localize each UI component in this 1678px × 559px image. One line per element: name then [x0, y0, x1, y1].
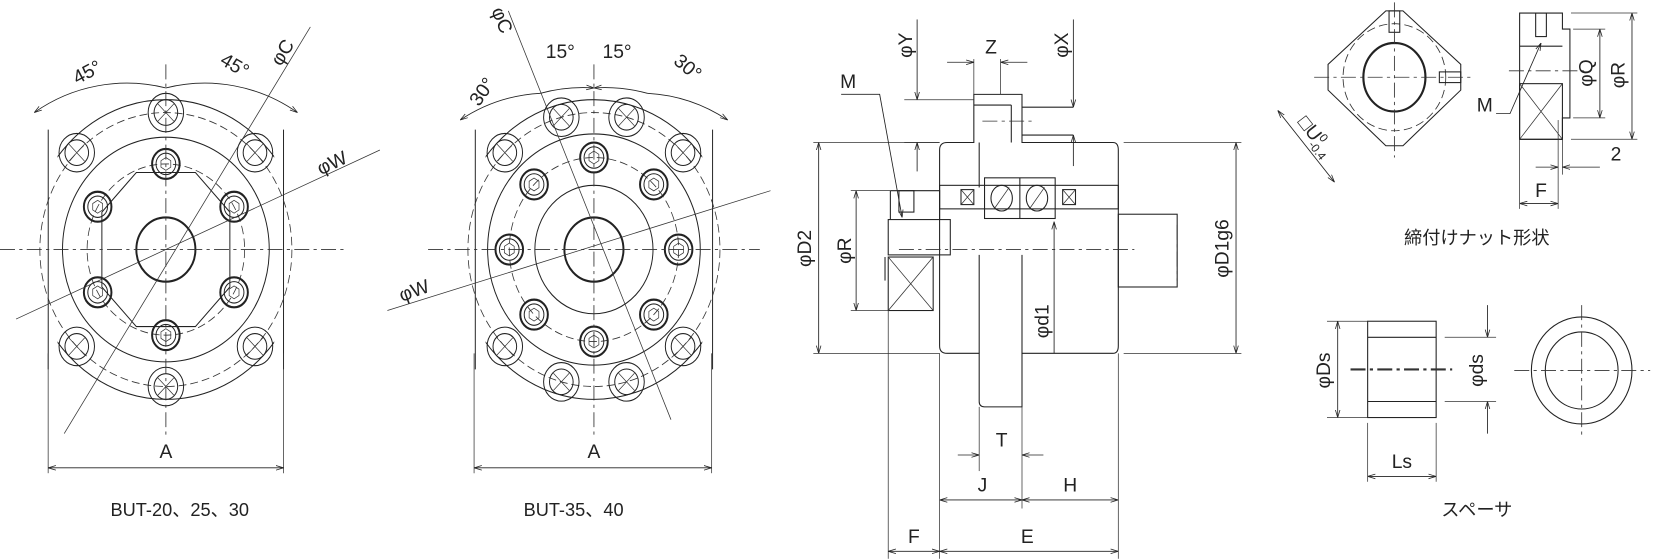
- phi-w-label: φW: [396, 276, 433, 307]
- mounting-hole-icon: [58, 132, 95, 173]
- phi-d1g6-label: φD1g6: [1213, 219, 1234, 278]
- shaft-left: [887, 219, 951, 256]
- lock-nut-outline: [1327, 10, 1462, 147]
- phi-c-label: φC: [487, 4, 516, 36]
- phi-w-leader: [15, 149, 381, 320]
- u-label: □U0-0.4: [1290, 111, 1338, 163]
- socket-screw-icon: [519, 298, 549, 331]
- angle-label-right: 45°: [217, 50, 253, 83]
- f-label: F: [908, 527, 920, 548]
- phi-w-label: φW: [314, 147, 351, 179]
- mounting-hole-icon: [58, 326, 95, 367]
- m-leader: [841, 93, 902, 217]
- angle-label-outer-left: 30°: [466, 74, 500, 110]
- socket-screw-icon: [219, 276, 249, 309]
- spacer-views: φDs φds Ls スペーサ: [1314, 305, 1651, 520]
- set-screw: [1535, 12, 1547, 38]
- angle-arc-inner-left: [540, 88, 594, 94]
- phi-d2-label: φD2: [795, 230, 816, 267]
- mounting-hole-icon: [664, 326, 702, 367]
- phi-w-leader: [387, 190, 771, 311]
- phi-ds-inner-label: φds: [1467, 354, 1488, 387]
- mounting-hole-icon: [236, 132, 274, 173]
- m-leader: [1496, 43, 1541, 115]
- lock-nut-caption: 締付けナット形状: [1404, 228, 1550, 248]
- ls-label: Ls: [1392, 452, 1412, 473]
- mounting-hole-icon: [543, 362, 580, 402]
- t-label: T: [996, 430, 1008, 451]
- spacer-caption: スペーサ: [1441, 500, 1512, 520]
- z-label: Z: [985, 38, 997, 59]
- mounting-hole-icon: [236, 326, 274, 367]
- socket-screw-icon: [82, 190, 113, 223]
- set-screw: [898, 190, 915, 213]
- f-label: F: [1535, 181, 1547, 202]
- angle-label-inner-right: 15°: [602, 42, 631, 63]
- lock-nut-views: □U0-0.4 φQ φR M 2 F 締付けナット形状: [1278, 2, 1638, 248]
- phi-c-leader: [507, 10, 672, 420]
- front-view-but35: 30° 15° 15° 30° φC φW A BUT-35、40: [387, 4, 771, 520]
- mounting-hole-icon: [486, 132, 524, 173]
- phi-c-label: φC: [267, 36, 299, 70]
- two-label: 2: [1611, 145, 1622, 166]
- phi-y-label: φY: [896, 32, 917, 57]
- phi-c-leader: [63, 26, 311, 434]
- m-label: M: [1477, 95, 1493, 116]
- ball-icon: [1025, 184, 1049, 212]
- angle-arc-left: [34, 82, 166, 112]
- phi-r-label: φR: [835, 237, 856, 263]
- mounting-hole-icon: [608, 97, 645, 138]
- socket-screw-icon: [519, 168, 549, 201]
- view-caption: BUT-20、25、30: [111, 500, 250, 520]
- angle-arc-inner-right: [594, 88, 648, 94]
- thread-x-icon: [1519, 83, 1563, 140]
- seal-x-icon: [1062, 189, 1077, 206]
- socket-screw-icon: [639, 168, 669, 201]
- angle-arc-right: [165, 82, 298, 112]
- ball-icon: [990, 184, 1013, 212]
- view-caption: BUT-35、40: [524, 500, 624, 520]
- phi-q-label: φQ: [1576, 59, 1597, 86]
- j-label: J: [978, 475, 988, 496]
- e-label: E: [1021, 527, 1034, 548]
- spacer-x-icon: [887, 256, 934, 311]
- mounting-hole-icon: [486, 326, 524, 367]
- phi-ds-outer-label: φDs: [1314, 352, 1335, 388]
- dim-a-label: A: [159, 442, 172, 463]
- side-section-view: φD2 φR φD1g6 φd1 φY Z φX M T J H F E: [795, 19, 1242, 559]
- mounting-hole-icon: [608, 362, 645, 402]
- socket-screw-icon: [82, 276, 113, 309]
- shaft-right: [1117, 213, 1178, 288]
- angle-label-inner-left: 15°: [546, 42, 575, 63]
- h-label: H: [1063, 475, 1077, 496]
- spacer-section: [887, 256, 934, 312]
- phi-r-label: φR: [1608, 62, 1629, 88]
- mounting-hole-icon: [664, 132, 702, 173]
- angle-arc-outer-right: [647, 92, 727, 120]
- seal-x-icon: [960, 189, 975, 206]
- phi-x-label: φX: [1052, 32, 1073, 57]
- angle-label-outer-right: 30°: [669, 51, 705, 86]
- nut-outline: [101, 171, 231, 328]
- socket-screw-icon: [639, 298, 669, 331]
- phi-d1-label: φd1: [1033, 304, 1054, 338]
- ball-contact: [993, 187, 1010, 210]
- mounting-hole-icon: [543, 97, 580, 138]
- ball-contact: [1029, 187, 1045, 210]
- front-view-but20: 45° 45° φC φW A BUT-20、25、30: [0, 26, 381, 520]
- dim-u: [1278, 110, 1335, 182]
- housing-body: [939, 93, 1119, 408]
- nut-thread: [1519, 83, 1563, 140]
- angle-arc-outer-left: [460, 92, 541, 120]
- m-label: M: [840, 72, 856, 93]
- dim-a-label: A: [588, 442, 601, 463]
- angle-label-left: 45°: [70, 57, 106, 89]
